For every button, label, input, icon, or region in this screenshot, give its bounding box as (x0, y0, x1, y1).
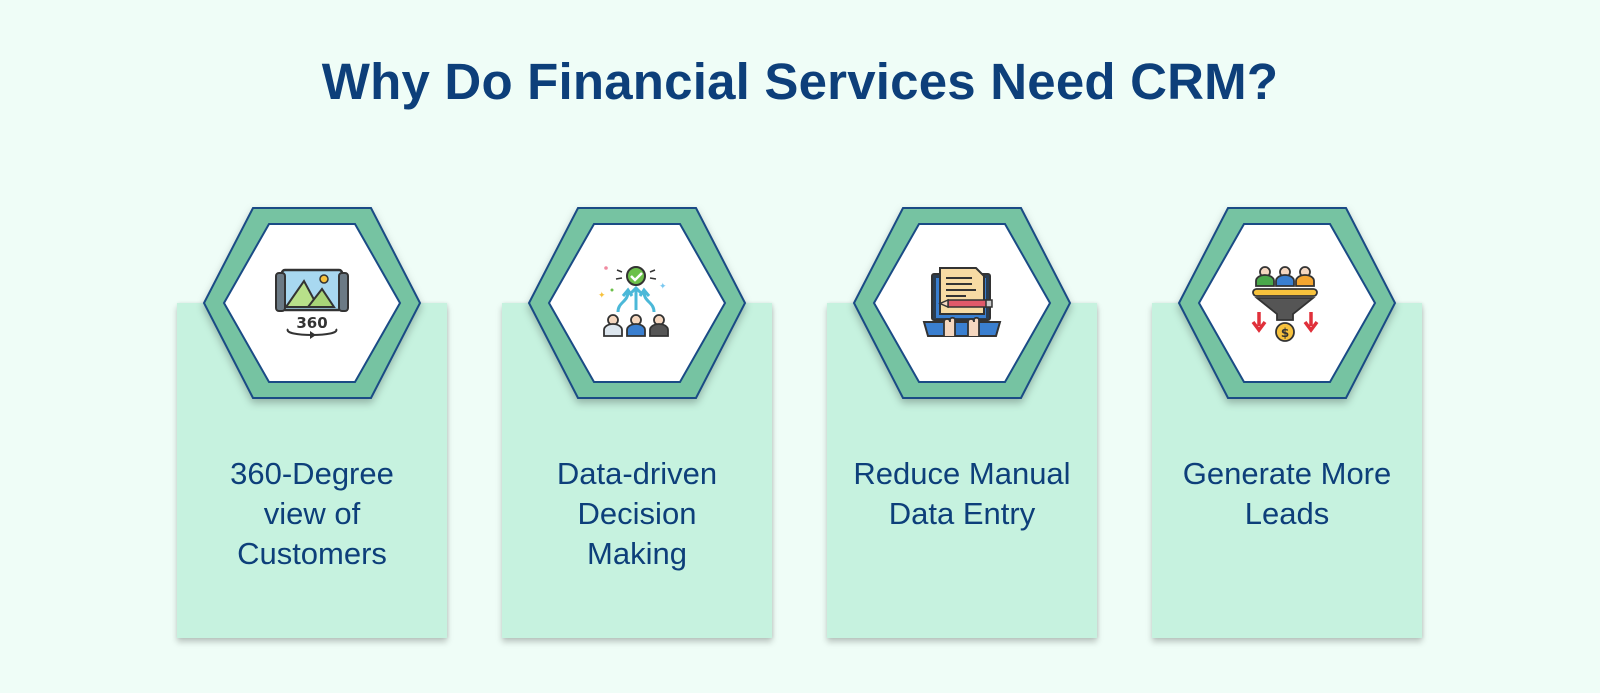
card-label: Data-driven Decision Making (556, 456, 718, 571)
page-title: Why Do Financial Services Need CRM? (321, 53, 1279, 110)
svg-text:✦: ✦ (659, 281, 667, 291)
card-label: Generate More Leads (1182, 456, 1392, 531)
lead-funnel-icon: $ (1245, 264, 1325, 344)
card-label: Reduce Manual Data Entry (853, 456, 1071, 531)
360-panorama-icon: 360 (272, 265, 352, 345)
svg-text:360: 360 (296, 314, 327, 332)
card-label: 360-Degree view of Customers (230, 456, 394, 571)
svg-text:$: $ (1281, 326, 1289, 340)
laptop-document-typing-icon (922, 264, 1002, 344)
team-decision-icon: ✦ ✦ (596, 264, 676, 344)
svg-text:✦: ✦ (598, 290, 606, 300)
